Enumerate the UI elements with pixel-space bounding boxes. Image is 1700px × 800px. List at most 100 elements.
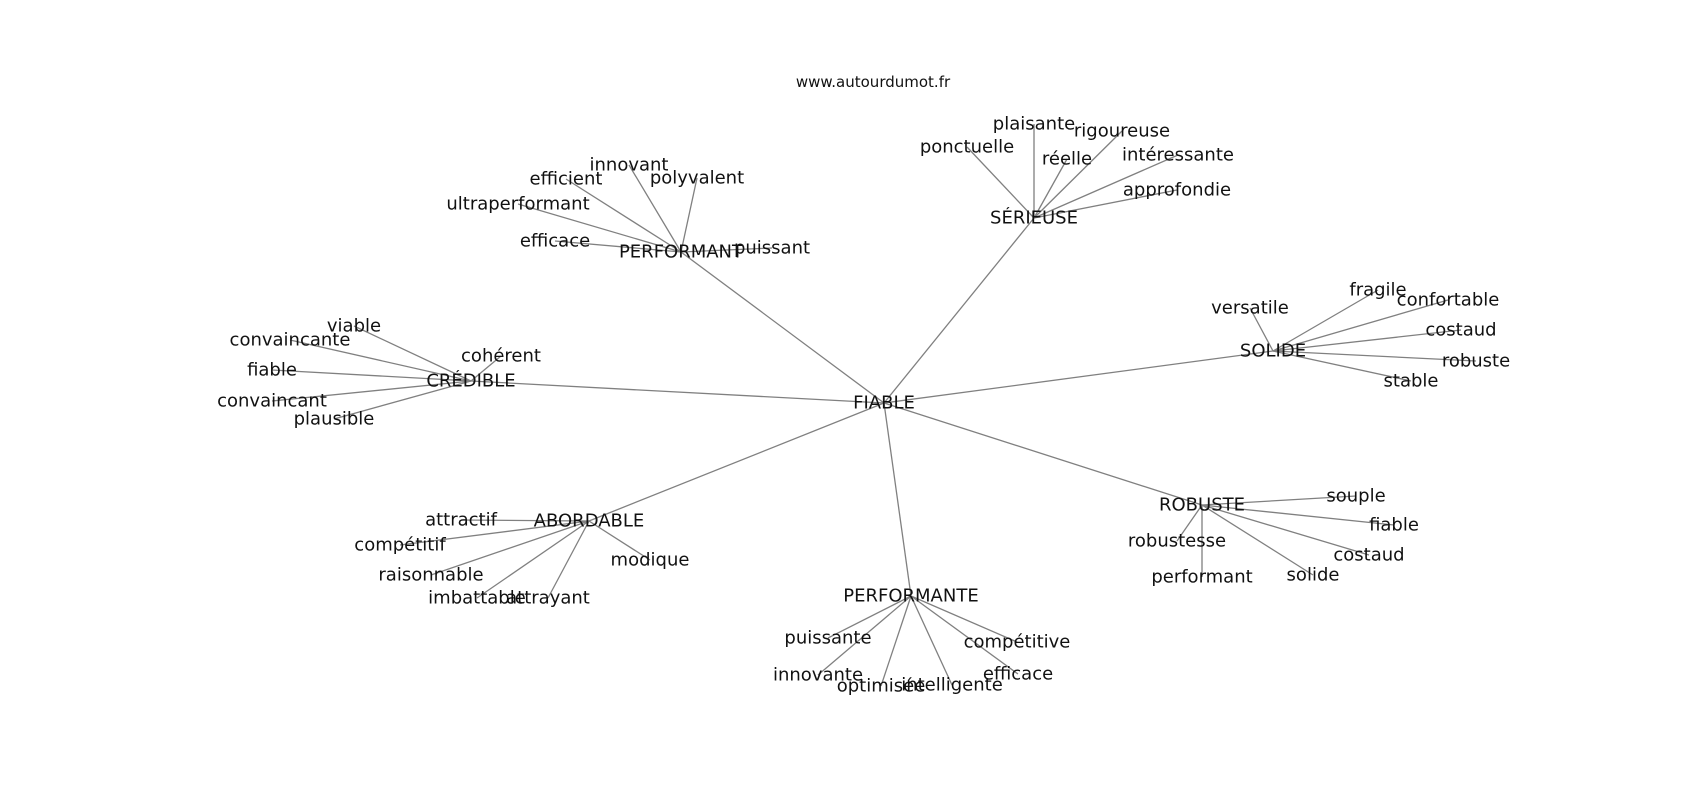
word-node[interactable]: stable (1384, 371, 1439, 392)
edge-group-to-word (1033, 158, 1068, 219)
word-node[interactable]: plausible (294, 409, 375, 430)
word-node[interactable]: versatile (1211, 298, 1289, 319)
edge-group-to-word (554, 240, 682, 253)
group-node[interactable]: ABORDABLE (534, 511, 645, 532)
edge-group-to-word (517, 203, 682, 253)
group-node[interactable]: CRÉDIBLE (426, 370, 515, 392)
edge-group-to-word (430, 520, 590, 576)
edge-group-to-word (1033, 189, 1178, 219)
edge-group-to-word (1249, 307, 1274, 352)
edge-group-to-word (910, 595, 1018, 643)
edge-group-to-word (680, 247, 773, 253)
word-node[interactable]: fiable (1369, 515, 1419, 536)
edge-group-to-word (680, 177, 698, 253)
word-node[interactable]: plaisante (993, 114, 1075, 135)
edge-group-to-word (910, 595, 1019, 675)
word-node[interactable]: compétitive (964, 632, 1071, 653)
word-node[interactable]: attractif (425, 510, 498, 531)
edge-group-to-word (1201, 504, 1314, 576)
edge-group-to-word (470, 355, 502, 382)
group-node[interactable]: SÉRIEUSE (990, 207, 1078, 229)
graph-labels: www.autourdumot.fr FIABLE innovanteffici… (217, 73, 1510, 697)
word-node[interactable]: attrayant (506, 588, 590, 609)
edge-group-to-word (1033, 154, 1179, 219)
edge-group-to-word (1176, 504, 1203, 542)
word-node[interactable]: imbattable (428, 588, 526, 609)
word-node[interactable]: costaud (1333, 545, 1404, 566)
edge-group-to-word (1272, 350, 1412, 382)
edge-group-to-word (565, 178, 682, 253)
edge-group-to-word (460, 519, 590, 522)
word-node[interactable]: performant (1151, 567, 1252, 588)
edge-center-to-group (588, 402, 885, 522)
edge-center-to-group (883, 402, 912, 597)
edge-center-to-group (470, 380, 885, 404)
edge-group-to-word (628, 164, 682, 253)
word-node[interactable]: robustesse (1128, 531, 1226, 552)
word-node[interactable]: fiable (247, 360, 297, 381)
edge-group-to-word (880, 595, 912, 687)
edge-group-to-word (1272, 350, 1477, 362)
word-node[interactable]: puissante (784, 628, 871, 649)
edge-group-to-word (1272, 289, 1379, 352)
edge-group-to-word (1201, 504, 1395, 526)
word-node[interactable]: confortable (1397, 290, 1500, 311)
word-node[interactable]: polyvalent (650, 168, 744, 189)
word-node[interactable]: puissant (734, 238, 810, 259)
word-node[interactable]: efficient (530, 169, 603, 190)
word-node[interactable]: réelle (1042, 149, 1092, 170)
edge-group-to-word (910, 595, 953, 686)
word-node[interactable]: ponctuelle (920, 137, 1014, 158)
edge-group-to-word (1272, 299, 1449, 352)
edge-group-to-word (353, 325, 472, 382)
word-node[interactable]: cohérent (461, 346, 541, 367)
edge-center-to-group (883, 402, 1203, 506)
edge-group-to-word (1272, 329, 1462, 352)
word-node[interactable]: optimisée (837, 676, 926, 697)
group-node[interactable]: PERFORMANTE (843, 586, 978, 607)
edge-center-to-group (680, 251, 885, 404)
word-node[interactable]: efficace (983, 664, 1053, 685)
edge-group-to-word (1033, 130, 1123, 219)
word-node[interactable]: viable (327, 316, 381, 337)
edge-group-to-word (333, 380, 472, 420)
word-node[interactable]: approfondie (1123, 180, 1231, 201)
word-node[interactable]: souple (1326, 486, 1385, 507)
edge-center-to-group (883, 217, 1035, 404)
graph-edges (271, 124, 1477, 687)
edge-group-to-word (827, 595, 912, 639)
edge-group-to-word (547, 520, 590, 599)
edge-group-to-word (588, 520, 651, 561)
word-node[interactable]: rigoureuse (1074, 121, 1170, 142)
word-node[interactable]: solide (1287, 565, 1340, 586)
group-node[interactable]: PERFORMANT (619, 242, 744, 263)
word-node[interactable]: ultraperformant (446, 194, 589, 215)
center-node[interactable]: FIABLE (853, 393, 915, 414)
edge-group-to-word (817, 595, 912, 676)
word-node[interactable]: innovante (773, 665, 863, 686)
word-node[interactable]: compétitif (354, 535, 446, 556)
word-node[interactable]: costaud (1425, 320, 1496, 341)
word-node[interactable]: intéressante (1122, 145, 1234, 166)
edge-group-to-word (966, 146, 1035, 219)
edge-group-to-word (271, 380, 472, 402)
word-node[interactable]: efficace (520, 231, 590, 252)
word-node[interactable]: innovant (590, 155, 669, 176)
edge-group-to-word (1201, 504, 1370, 556)
edge-group-to-word (476, 520, 590, 599)
word-node[interactable]: raisonnable (378, 565, 483, 586)
group-node[interactable]: SOLIDE (1240, 341, 1306, 362)
edge-group-to-word (289, 339, 472, 382)
edge-group-to-word (399, 520, 590, 546)
word-node[interactable]: convaincante (230, 330, 351, 351)
word-node[interactable]: fragile (1349, 280, 1406, 301)
word-node[interactable]: intelligente (901, 675, 1003, 696)
source-link[interactable]: www.autourdumot.fr (796, 73, 951, 91)
edge-group-to-word (1201, 495, 1357, 506)
group-node[interactable]: ROBUSTE (1159, 495, 1245, 516)
word-node[interactable]: modique (611, 550, 690, 571)
word-node[interactable]: robuste (1442, 351, 1510, 372)
edge-group-to-word (271, 369, 472, 382)
word-node[interactable]: convaincant (217, 391, 327, 412)
